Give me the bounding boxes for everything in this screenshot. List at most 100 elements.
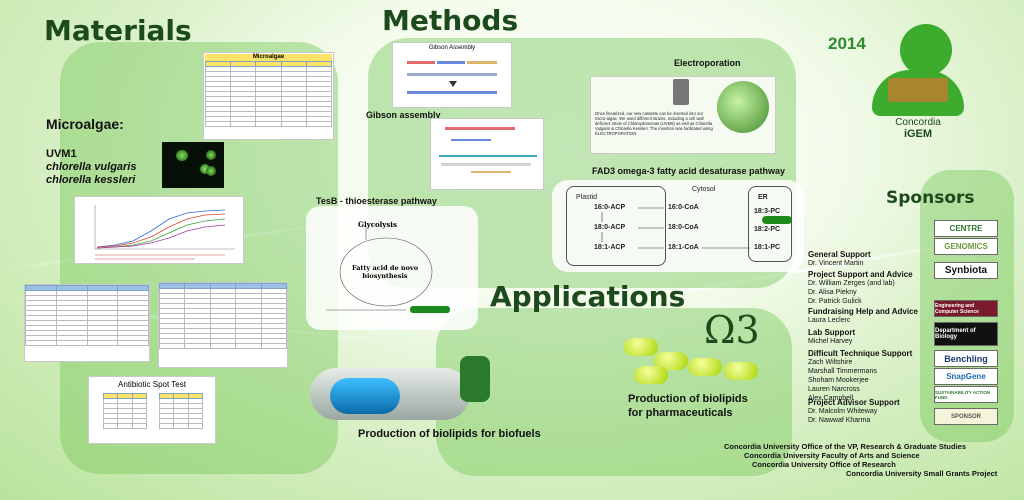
antibiotic-spot-test: Antibiotic Spot Test [88,376,216,444]
sponsor-project-title: Project Support and Advice [808,270,913,279]
sponsor-general-name: Dr. Vincent Martin [808,260,864,267]
fatty-acid-label: Fatty acid de novo biosynthesis [351,264,419,280]
sponsor-advisor: Project Advisor Support Dr. Malcolm Whit… [808,398,900,425]
credit-vp-research: Concordia University Office of the VP, R… [724,442,967,451]
microscopy-image [162,142,224,188]
sponsor-technique-name-2: Marshall Timmermans [808,368,877,375]
biofuels-caption: Production of biolipids for biofuels [358,428,541,440]
sponsor-technique-name-1: Zach Wiltshire [808,359,853,366]
microalgae-table-title: Microalgae [205,54,332,61]
strain-uvm1: UVM1 [46,148,77,160]
coa-18-1: 18:1-CoA [668,244,699,251]
sponsor-logo-benchling: Benchling [934,350,998,367]
coa-18-0: 18:0-CoA [668,224,699,231]
credit-office-research: Concordia University Office of Research [752,460,896,469]
tesb-pathway-figure: Glycolysis Fatty acid de novo biosynthes… [306,206,478,330]
sponsor-advisor-name-2: Dr. Nawwaf Kharma [808,417,871,424]
sponsor-lab-name: Michel Harvey [808,338,853,345]
sponsor-lab: Lab Support Michel Harvey [808,328,855,346]
microalgae-table: Microalgae [203,52,334,140]
cytosol-label: Cytosol [692,186,716,193]
sponsor-project-name-2: Dr. Alisa Piekny [808,289,857,296]
gibson-fig-title: Gibson Assembly [428,45,476,51]
fad3-pathway-figure: Plastid Cytosol ER 16:0-ACP 18:0-ACP 18:… [552,180,804,272]
sponsor-advisor-title: Project Advisor Support [808,398,900,407]
gibson-cassette-figure [430,118,544,190]
sponsor-logo-biology: Department of Biology [934,322,998,346]
sponsor-logo-synbiota: Synbiota [934,262,998,279]
antibiotic-title: Antibiotic Spot Test [118,380,186,389]
sponsor-fundraising: Fundraising Help and Advice Laura Lecler… [808,307,918,325]
coa-16: 16:0-CoA [668,204,699,211]
pharma-caption-1: Production of biolipids [628,393,748,405]
omega3-symbol: Ω3 [704,308,760,352]
electroporation-label: Electroporation [674,58,741,68]
glycolysis-label: Glycolysis [358,220,397,229]
logo-igem: iGEM [903,128,933,140]
sponsor-technique-name-4: Lauren Narcross [808,386,860,393]
strain-kessleri: chlorella kessleri [46,174,136,186]
sponsor-logo-9: SPONSOR [934,408,998,425]
omega3-illustration: Ω3 [620,308,780,388]
pc-18-2: 18:2-PC [754,226,781,233]
fad3-arrows [601,207,750,249]
pc-18-3: 18:3-PC [754,208,781,215]
sponsor-logo-1: CENTRE [934,220,998,237]
parts-table-right [158,282,288,368]
cell-icon [717,81,769,133]
fuel-tank-cutaway [330,378,400,414]
sponsor-project-name-1: Dr. William Zerges (and lab) [808,280,895,287]
sponsor-logo-saf: SUSTAINABILITY ACTION FUND [934,386,998,403]
sponsor-technique: Difficult Technique Support Zach Wiltshi… [808,349,912,403]
sponsor-technique-title: Difficult Technique Support [808,349,913,358]
growth-curve-figure [74,196,244,264]
methods-heading: Methods [382,4,519,37]
flask-icon [900,24,952,76]
igem-logo: Concordia iGEM [868,20,968,140]
sponsor-general: General Support Dr. Vincent Martin [808,250,871,268]
sponsor-technique-name-5: Alex Campbell [808,395,854,402]
tesb-cycle [326,226,450,313]
applications-panel [436,308,792,476]
sponsor-lab-title: Lab Support [808,328,856,337]
biofuel-illustration [300,356,500,426]
pc-18-1: 18:1-PC [754,244,781,251]
microalgae-title: Microalgae: [46,116,124,132]
credit-arts-science: Concordia University Faculty of Arts and… [744,451,920,460]
strain-table-left [24,284,150,362]
sponsor-project-name-3: Dr. Patrick Gulick [808,298,862,305]
growth-curve-plot [94,205,235,260]
sponsor-project: Project Support and Advice Dr. William Z… [808,270,913,306]
plastid-box [566,186,666,266]
electroporation-caption: Once linearized, our new cassette can be… [595,111,713,136]
sponsor-advisor-name-1: Dr. Malcolm Whiteway [808,408,878,415]
sponsors-heading: Sponsors [886,188,975,208]
tesb-label: TesB - thioesterase pathway [316,196,437,206]
logo-concordia: Concordia [895,117,941,128]
materials-heading: Materials [44,14,192,47]
sponsor-general-title: General Support [808,250,871,259]
credit-small-grants: Concordia University Small Grants Projec… [846,469,998,478]
gibson-assembly-figure: Gibson Assembly [392,42,512,108]
er-label: ER [758,194,768,201]
cuvette-icon [673,79,689,105]
acp-16: 16:0-ACP [594,204,626,211]
electroporation-figure: Once linearized, our new cassette can be… [590,76,776,154]
sponsor-logo-snapgene: SnapGene [934,368,998,385]
microalgae-grid [204,61,333,127]
applications-heading: Applications [490,280,686,313]
cassette-diagram [439,127,537,173]
plastid-label: Plastid [576,194,598,201]
sponsor-logo-genomics: GENOMICS [934,238,998,255]
sponsor-fundraising-title: Fundraising Help and Advice [808,307,918,316]
sponsor-technique-name-3: Shoham Mookerjee [808,377,869,384]
gibson-diagram [407,61,497,94]
acp-18-1: 18:1-ACP [594,244,626,251]
pharma-caption-2: for pharmaceuticals [628,407,733,419]
book-icon [888,78,948,102]
fad3-enzyme-marker [762,216,792,224]
sponsor-logo-encs: Engineering and Computer Science [934,300,998,317]
acp-18-0: 18:0-ACP [594,224,626,231]
logo-year: 2014 [828,34,866,53]
